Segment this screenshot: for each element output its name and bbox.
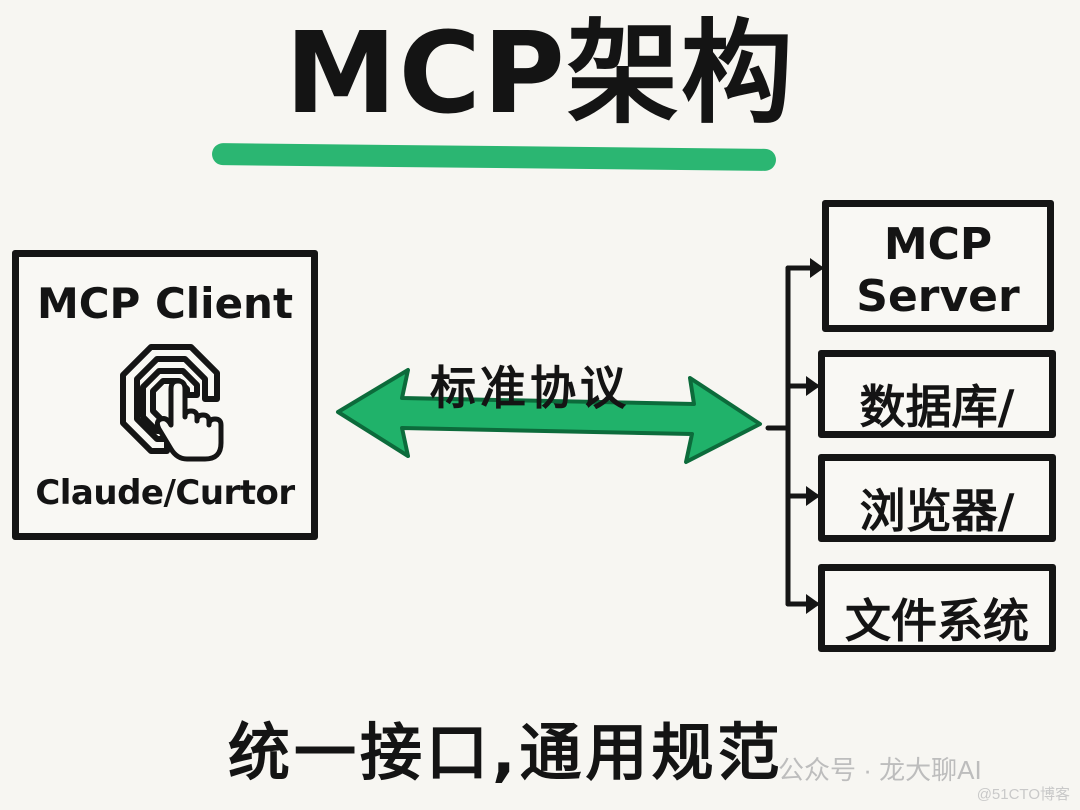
client-subtitle: Claude/Curtor bbox=[35, 473, 295, 513]
server-label-line1: MCP bbox=[883, 219, 993, 270]
protocol-label: 标准协议 bbox=[430, 361, 630, 415]
client-title: MCP Client bbox=[36, 279, 294, 328]
database-label: 数据库/ bbox=[859, 380, 1015, 434]
protocol-arrow bbox=[336, 368, 762, 464]
browser-box: 浏览器/ bbox=[818, 454, 1056, 542]
diagram-title: MCP架构 bbox=[285, 9, 795, 139]
filesystem-box: 文件系统 bbox=[818, 564, 1056, 652]
database-box: 数据库/ bbox=[818, 350, 1056, 438]
branch-arrowheads bbox=[806, 258, 824, 614]
browser-label: 浏览器/ bbox=[859, 484, 1015, 538]
pointer-hand-icon bbox=[120, 344, 224, 462]
filesystem-label: 文件系统 bbox=[845, 594, 1029, 648]
mcp-server-box: MCP Server bbox=[822, 200, 1054, 332]
server-label: MCP Server bbox=[829, 219, 1047, 323]
server-branch bbox=[765, 265, 823, 607]
mcp-client-box: MCP Client Claude/Curtor bbox=[12, 250, 318, 540]
tagline: 统一接口,通用规范 bbox=[228, 716, 784, 789]
watermark-site: @51CTO博客 bbox=[976, 786, 1070, 803]
server-label-line2: Server bbox=[856, 270, 1020, 322]
watermark: 公众号 · 龙大聊AI bbox=[778, 755, 982, 785]
